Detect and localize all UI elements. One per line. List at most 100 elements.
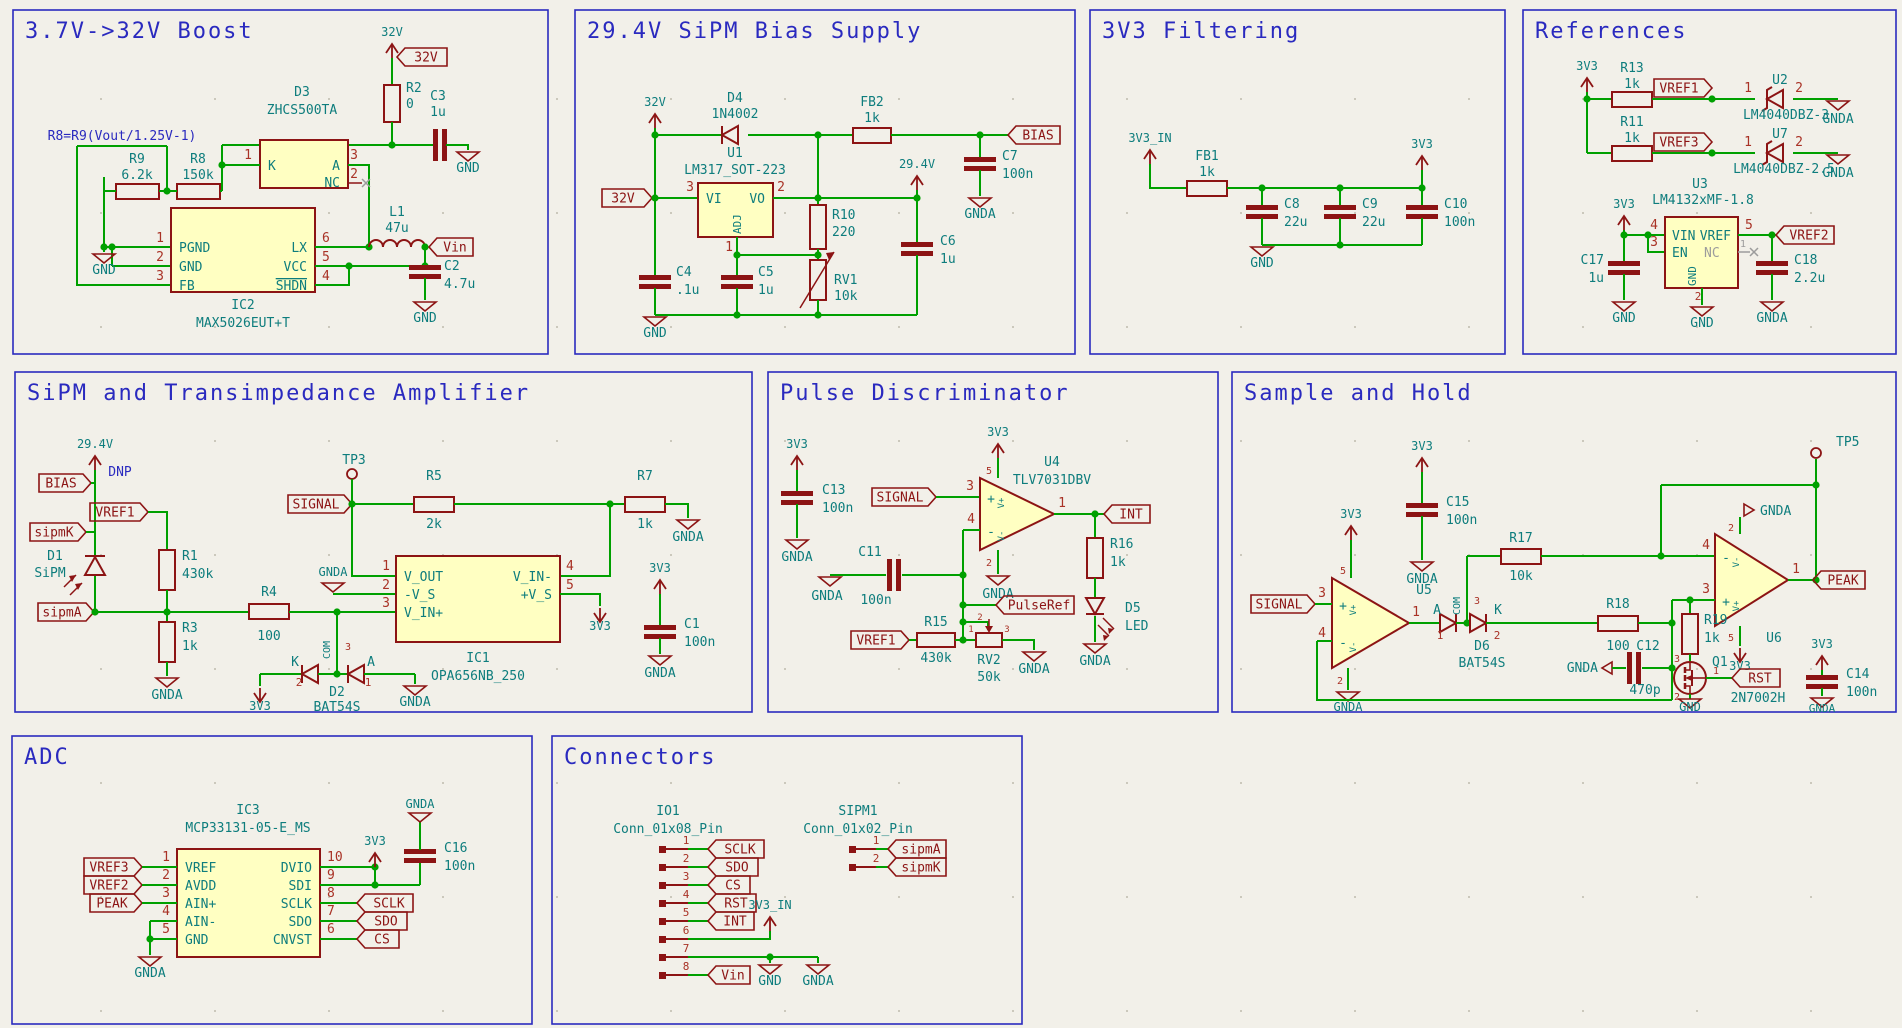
- connector-pin[interactable]: [659, 900, 688, 907]
- label-com[interactable]: COM: [1452, 597, 1463, 615]
- label-shdn[interactable]: SHDN: [276, 279, 307, 294]
- section-border[interactable]: [767, 371, 1219, 713]
- label-gnda[interactable]: GNDA: [644, 666, 675, 681]
- label-1[interactable]: 1: [162, 850, 170, 865]
- connector-pin[interactable]: [659, 846, 688, 853]
- label-2[interactable]: 2: [1728, 523, 1734, 534]
- label-3[interactable]: 3: [1004, 625, 1009, 635]
- global-label-text[interactable]: VREF3: [89, 861, 128, 876]
- label-item[interactable]: -: [1339, 636, 1347, 651]
- label-0[interactable]: 0: [406, 97, 414, 112]
- ground-symbol[interactable]: [1081, 643, 1109, 655]
- global-label-32v[interactable]: 32V: [601, 188, 654, 208]
- section-border[interactable]: [1522, 9, 1897, 355]
- label-1k[interactable]: 1k: [1624, 131, 1640, 146]
- wire[interactable]: [315, 266, 350, 286]
- label-10k[interactable]: 10k: [1509, 569, 1533, 584]
- label-v-in[interactable]: V_IN-: [513, 570, 552, 585]
- ground-symbol[interactable]: [984, 575, 1012, 587]
- ground-symbol[interactable]: [136, 956, 164, 968]
- capacitor-body[interactable]: [1608, 261, 1640, 275]
- label-29-4v[interactable]: 29.4V: [77, 437, 113, 451]
- label-r3[interactable]: R3: [182, 621, 198, 636]
- label-8[interactable]: 8: [327, 886, 335, 901]
- power-arrow-icon[interactable]: [910, 174, 924, 190]
- ic-body[interactable]: [170, 207, 316, 293]
- ground-symbol[interactable]: [1688, 306, 1716, 318]
- capacitor-body[interactable]: [1246, 205, 1278, 219]
- global-label-sclk[interactable]: SCLK: [355, 893, 414, 913]
- section-border[interactable]: [14, 371, 753, 713]
- label-rv2[interactable]: RV2: [977, 653, 1000, 668]
- power-arrow-icon[interactable]: [593, 608, 607, 624]
- label-gnda[interactable]: GNDA: [1760, 504, 1791, 519]
- label-r13[interactable]: R13: [1620, 61, 1643, 76]
- ground-symbol[interactable]: [816, 576, 844, 588]
- resistor-body[interactable]: [1681, 613, 1699, 655]
- label-ain[interactable]: AIN+: [185, 897, 216, 912]
- label-v[interactable]: V-: [1732, 557, 1742, 568]
- label-5[interactable]: 5: [683, 906, 690, 919]
- label-rv1[interactable]: RV1: [834, 273, 857, 288]
- label-vo[interactable]: VO: [749, 192, 765, 207]
- capacitor-body[interactable]: [1406, 205, 1438, 219]
- label-22u[interactable]: 22u: [1284, 215, 1307, 230]
- capacitor-body[interactable]: [1324, 205, 1356, 219]
- label-1[interactable]: 1: [156, 231, 164, 246]
- label-3v3-in[interactable]: 3V3_IN: [748, 898, 791, 912]
- label-avdd[interactable]: AVDD: [185, 879, 216, 894]
- label-u4[interactable]: U4: [1044, 455, 1060, 470]
- label-gnda[interactable]: GNDA: [1079, 654, 1110, 669]
- resistor-body[interactable]: [1597, 615, 1639, 632]
- global-label-text[interactable]: PulseRef: [1008, 599, 1071, 614]
- global-label-sdo[interactable]: SDO: [355, 911, 408, 931]
- label-gnda[interactable]: GNDA: [1822, 112, 1853, 127]
- global-label-text[interactable]: INT: [723, 915, 747, 930]
- label-4[interactable]: 4: [162, 904, 170, 919]
- global-label-text[interactable]: PEAK: [1827, 574, 1858, 589]
- diode-symbol[interactable]: [1469, 612, 1489, 634]
- ground-symbol[interactable]: [319, 582, 347, 594]
- label-zhcs500ta[interactable]: ZHCS500TA: [267, 103, 338, 118]
- opamp-body[interactable]: [1331, 576, 1411, 670]
- label-3[interactable]: 3: [1702, 582, 1710, 597]
- label-gnda[interactable]: GNDA: [1406, 572, 1437, 587]
- global-label-text[interactable]: VREF2: [89, 879, 128, 894]
- mosfet-symbol[interactable]: [1673, 661, 1707, 695]
- label-gnda[interactable]: GNDA: [134, 966, 165, 981]
- label-100n[interactable]: 100n: [822, 501, 853, 516]
- label-6[interactable]: 6: [683, 924, 690, 937]
- global-label-text[interactable]: RST: [724, 897, 748, 912]
- global-label-text[interactable]: SIGNAL: [1256, 598, 1303, 613]
- global-label-text[interactable]: 32V: [414, 51, 438, 66]
- capacitor-body[interactable]: [1406, 503, 1438, 517]
- label-2k[interactable]: 2k: [426, 517, 442, 532]
- label-5[interactable]: 5: [1728, 633, 1734, 644]
- label-vin[interactable]: VIN: [1672, 229, 1695, 244]
- power-arrow-icon[interactable]: [790, 454, 804, 470]
- junction-dot[interactable]: [333, 670, 341, 678]
- label-d1[interactable]: D1: [47, 549, 63, 564]
- section-title[interactable]: Connectors: [564, 745, 716, 770]
- label-2[interactable]: 2: [977, 613, 982, 623]
- label-v[interactable]: V+: [1349, 604, 1359, 615]
- connector-pin[interactable]: [659, 864, 688, 871]
- wire[interactable]: [148, 511, 168, 550]
- global-label-sclk[interactable]: SCLK: [706, 839, 765, 859]
- label-gnda[interactable]: GNDA: [1567, 661, 1598, 676]
- label-v-s[interactable]: -V_S: [404, 588, 435, 603]
- global-label-text[interactable]: Vin: [721, 969, 744, 984]
- label-1[interactable]: 1: [1058, 496, 1066, 511]
- power-arrow-icon[interactable]: [1733, 648, 1747, 664]
- label-u3[interactable]: U3: [1692, 177, 1708, 192]
- ground-symbol[interactable]: [1758, 301, 1786, 313]
- label-22u[interactable]: 22u: [1362, 215, 1385, 230]
- label-2[interactable]: 2: [1337, 676, 1343, 687]
- label-q1[interactable]: Q1: [1712, 655, 1728, 670]
- global-label-vref3[interactable]: VREF3: [1653, 132, 1714, 152]
- label-conn-01x08-pin[interactable]: Conn_01x08_Pin: [613, 822, 723, 837]
- label-u2[interactable]: U2: [1772, 73, 1788, 88]
- resistor-body[interactable]: [158, 621, 176, 663]
- resistor-body[interactable]: [852, 127, 892, 144]
- global-label-text[interactable]: BIAS: [45, 477, 76, 492]
